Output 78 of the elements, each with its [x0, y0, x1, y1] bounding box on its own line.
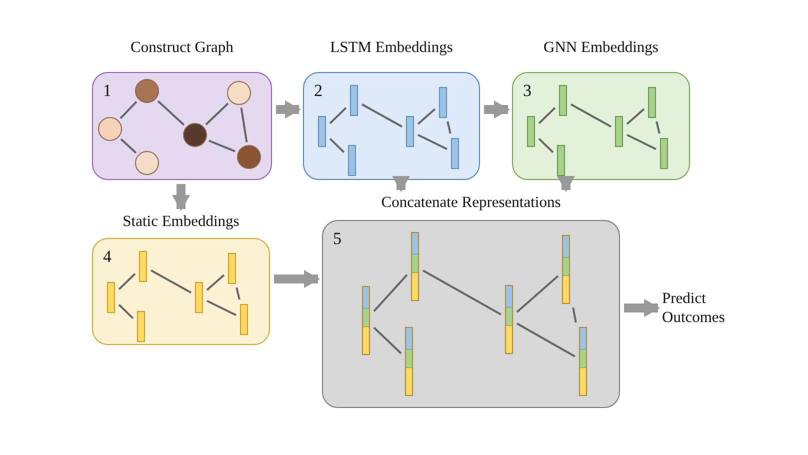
panel-title: LSTM Embeddings [330, 39, 453, 57]
block-arrow [276, 100, 301, 118]
connector-line [572, 307, 577, 323]
connector-line [422, 270, 502, 316]
block-arrow [484, 100, 510, 118]
panel-title: GNN Embeddings [544, 39, 658, 57]
connector-line [120, 101, 138, 119]
connector-line [118, 273, 136, 290]
block-arrow [624, 299, 660, 317]
stacked-embedding-bar [405, 326, 413, 396]
connector-line [538, 107, 556, 124]
panel-title: Static Embeddings [122, 213, 240, 231]
block-arrow [172, 184, 190, 211]
embedding-bar [527, 116, 535, 146]
avatar-circle [183, 123, 207, 147]
step-number: 2 [314, 82, 322, 100]
step-number: 5 [333, 230, 342, 248]
connector-line [656, 121, 660, 134]
embedding-bar [139, 250, 147, 282]
connector-line [362, 104, 402, 128]
connector-line [157, 100, 185, 126]
embedding-bar [439, 86, 447, 118]
connector-line [329, 107, 347, 124]
connector-line [446, 121, 452, 134]
block-arrow [274, 270, 320, 288]
connector-line [150, 270, 192, 294]
embedding-bar [228, 252, 236, 284]
stacked-embedding-bar [362, 286, 370, 354]
connector-line [626, 134, 656, 150]
connector-line [236, 287, 240, 300]
embedding-bar [557, 144, 565, 176]
connector-line [417, 108, 436, 125]
stacked-embedding-bar [505, 284, 513, 354]
step-number: 1 [103, 82, 112, 100]
connector-line [118, 304, 134, 320]
avatar-circle [135, 79, 159, 103]
outcome-label: Predict Outcomes [662, 289, 752, 327]
embedding-bar [406, 116, 414, 146]
connector-line [206, 300, 236, 316]
stacked-embedding-bar [562, 234, 570, 304]
block-arrow [392, 176, 410, 192]
embedding-bar [451, 138, 459, 168]
panel-title: Construct Graph [130, 39, 234, 57]
avatar-circle [98, 117, 122, 141]
connector-line [516, 322, 576, 358]
connector-line [418, 134, 448, 150]
avatar-circle [237, 145, 261, 169]
connector-line [516, 275, 559, 313]
embedding-bar [195, 282, 203, 312]
connector-line [570, 104, 612, 128]
connector-line [208, 140, 236, 152]
connector-line [206, 274, 225, 291]
embedding-bar [648, 86, 656, 118]
connector-line [373, 326, 402, 354]
panel-title: Concatenate Representations [381, 194, 561, 212]
stacked-embedding-bar [579, 326, 587, 396]
embedding-bar [615, 116, 623, 146]
embedding-bar [660, 138, 668, 168]
embedding-bar [137, 310, 145, 342]
avatar-circle [227, 81, 251, 105]
connector-line [205, 102, 229, 126]
connector-line [240, 108, 248, 142]
stacked-embedding-bar [411, 232, 419, 300]
block-arrow [557, 176, 575, 192]
connector-line [120, 138, 137, 154]
embedding-bar [107, 282, 115, 312]
connector-line [626, 108, 645, 125]
embedding-bar [350, 84, 358, 116]
embedding-bar [318, 116, 326, 146]
step-number: 3 [523, 82, 532, 100]
connector-line [538, 138, 554, 154]
avatar-circle [135, 151, 159, 175]
step-number: 4 [103, 248, 112, 266]
embedding-bar [559, 84, 567, 116]
embedding-bar [240, 304, 248, 334]
embedding-bar [348, 144, 356, 176]
connector-line [373, 274, 408, 312]
connector-line [329, 138, 345, 154]
